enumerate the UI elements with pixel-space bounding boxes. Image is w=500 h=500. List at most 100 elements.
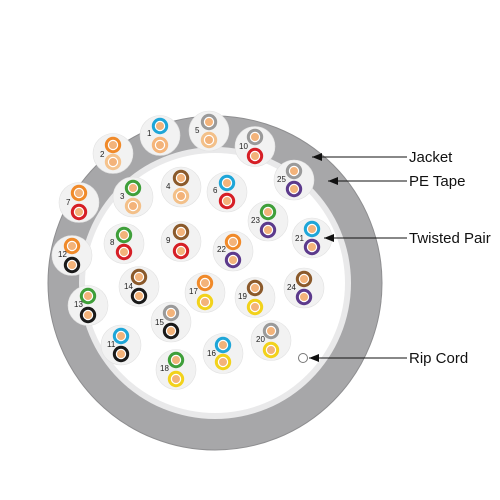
pair-5-tip-wire xyxy=(200,113,218,131)
pe-tape-arrowhead xyxy=(328,177,338,185)
pair-number-label: 21 xyxy=(295,234,304,243)
pair-4-ring-wire xyxy=(172,187,190,205)
pair-22-tip-wire-conductor xyxy=(227,236,239,248)
twisted-pair-21: 21 xyxy=(291,217,333,259)
twisted-pair-arrowhead xyxy=(324,234,334,242)
pair-17-tip-wire-conductor xyxy=(199,277,211,289)
pair-number-label: 11 xyxy=(107,340,116,349)
pair-10-ring-wire xyxy=(246,147,264,165)
pair-18-ring-wire-conductor xyxy=(170,373,182,385)
pair-background xyxy=(67,285,109,326)
pair-number-label: 6 xyxy=(213,186,218,195)
pair-number-label: 3 xyxy=(120,192,125,201)
twisted-pair-5: 5 xyxy=(188,110,230,152)
pair-number-label: 24 xyxy=(287,283,296,292)
twisted-pair-11: 11 xyxy=(100,324,142,366)
pair-25-ring-wire-conductor xyxy=(288,183,300,195)
pair-number-label: 15 xyxy=(155,318,164,327)
pair-12-ring-wire xyxy=(63,256,81,274)
pair-4-tip-wire xyxy=(172,169,190,187)
pair-number-label: 22 xyxy=(217,245,226,254)
pair-1-tip-wire-conductor xyxy=(154,120,166,132)
pair-13-ring-wire-conductor xyxy=(82,309,94,321)
pair-21-ring-wire xyxy=(303,238,321,256)
jacket-label: Jacket xyxy=(409,149,453,166)
pair-3-ring-wire xyxy=(124,197,142,215)
pair-number-label: 1 xyxy=(147,129,152,138)
twisted-pair-17: 17 xyxy=(184,272,226,313)
pair-25-tip-wire-conductor xyxy=(288,165,300,177)
pair-21-tip-wire xyxy=(303,220,321,238)
twisted-pair-23: 23 xyxy=(247,200,289,242)
pair-number-label: 5 xyxy=(195,126,200,135)
pair-background xyxy=(234,126,276,167)
pair-number-label: 20 xyxy=(256,335,265,344)
pair-number-label: 14 xyxy=(124,282,133,291)
rip-cord-marker xyxy=(298,353,308,363)
pair-6-tip-wire-conductor xyxy=(221,177,233,189)
pair-number-label: 4 xyxy=(166,182,171,191)
pair-12-tip-wire-conductor xyxy=(66,240,78,252)
pair-number-label: 23 xyxy=(251,216,260,225)
pair-22-ring-wire xyxy=(224,251,242,269)
pair-16-ring-wire xyxy=(214,353,232,371)
twisted-pair-14: 14 xyxy=(118,266,160,307)
twisted-pair-1: 1 xyxy=(139,115,181,156)
pair-22-ring-wire-conductor xyxy=(227,254,239,266)
pair-24-tip-wire-conductor xyxy=(298,273,310,285)
pair-background xyxy=(103,223,145,264)
pair-24-tip-wire xyxy=(295,270,313,288)
pair-20-tip-wire-conductor xyxy=(265,325,277,337)
pair-14-tip-wire xyxy=(130,268,148,286)
pair-number-label: 25 xyxy=(277,175,286,184)
pair-9-tip-wire-conductor xyxy=(175,226,187,238)
pair-19-tip-wire-conductor xyxy=(249,282,261,294)
pair-7-ring-wire xyxy=(70,203,88,221)
twisted-pair-10: 10 xyxy=(234,126,276,167)
pair-24-ring-wire-conductor xyxy=(298,291,310,303)
pair-15-tip-wire xyxy=(162,304,180,322)
pair-number-label: 19 xyxy=(238,292,247,301)
pair-19-ring-wire-conductor xyxy=(249,301,261,313)
pair-20-ring-wire xyxy=(262,341,280,359)
pair-23-ring-wire xyxy=(259,221,277,239)
pair-14-tip-wire-conductor xyxy=(133,271,145,283)
jacket-arrowhead xyxy=(312,153,322,161)
rip-cord-arrowhead xyxy=(309,354,319,362)
pair-3-tip-wire xyxy=(124,179,142,197)
pair-5-ring-wire-conductor xyxy=(203,134,215,146)
pair-background xyxy=(58,182,100,223)
pair-7-ring-wire-conductor xyxy=(73,206,85,218)
pair-17-tip-wire xyxy=(196,274,214,292)
pair-number-label: 9 xyxy=(166,236,171,245)
twisted-pair-4: 4 xyxy=(160,166,202,208)
pair-4-ring-wire-conductor xyxy=(175,190,187,202)
rip-cord-label: Rip Cord xyxy=(409,350,468,367)
pair-background xyxy=(188,110,230,152)
pair-background xyxy=(250,320,292,361)
pair-number-label: 12 xyxy=(58,250,67,259)
twisted-pair-20: 20 xyxy=(250,320,292,361)
pair-21-ring-wire-conductor xyxy=(306,241,318,253)
pair-9-tip-wire xyxy=(172,223,190,241)
pair-8-ring-wire xyxy=(115,243,133,261)
pair-3-tip-wire-conductor xyxy=(127,182,139,194)
pair-background xyxy=(283,267,325,309)
pair-14-ring-wire-conductor xyxy=(133,290,145,302)
pair-12-ring-wire-conductor xyxy=(66,259,78,271)
pair-background xyxy=(273,159,315,201)
pair-background xyxy=(160,166,202,208)
pair-number-label: 18 xyxy=(160,364,169,373)
pair-background xyxy=(202,333,244,374)
pair-background xyxy=(160,221,202,262)
pair-12-tip-wire xyxy=(63,237,81,255)
pair-11-tip-wire xyxy=(112,327,130,345)
pair-background xyxy=(92,133,134,174)
pair-background xyxy=(155,349,197,390)
pair-6-ring-wire xyxy=(218,192,236,210)
pair-number-label: 10 xyxy=(239,142,248,151)
pair-number-label: 2 xyxy=(100,150,105,159)
twisted-pair-18: 18 xyxy=(155,349,197,390)
